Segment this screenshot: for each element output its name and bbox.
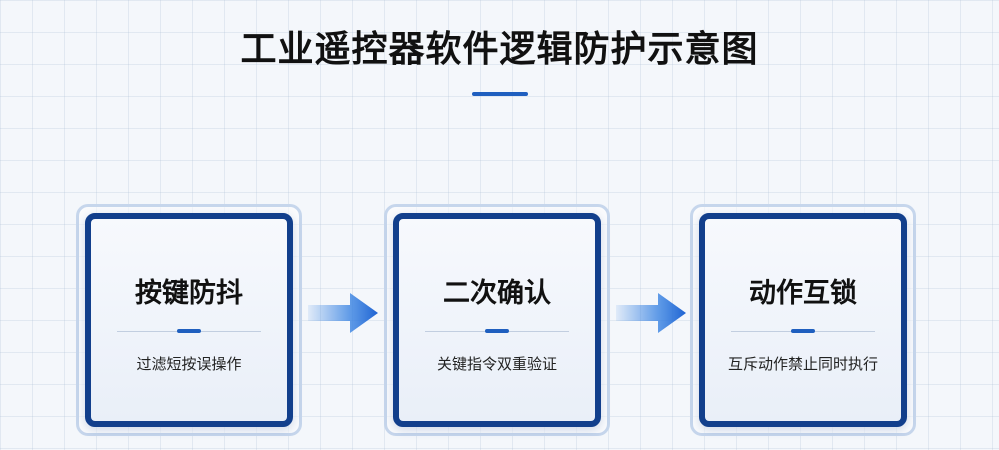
card-debounce: 按键防抖 过滤短按误操作 bbox=[76, 204, 302, 436]
card-frame: 动作互锁 互斥动作禁止同时执行 bbox=[699, 213, 907, 427]
diagram-title: 工业遥控器软件逻辑防护示意图 bbox=[240, 29, 759, 70]
card-frame: 按键防抖 过滤短按误操作 bbox=[85, 213, 293, 427]
card-frame: 二次确认 关键指令双重验证 bbox=[393, 213, 601, 427]
card-description: 关键指令双重验证 bbox=[436, 355, 557, 373]
card-accent-bar bbox=[791, 329, 815, 333]
card-heading: 二次确认 bbox=[443, 278, 551, 309]
card-description: 过滤短按误操作 bbox=[136, 355, 242, 373]
card-accent-bar bbox=[177, 329, 201, 333]
card-heading: 动作互锁 bbox=[749, 278, 857, 309]
card-description: 互斥动作禁止同时执行 bbox=[727, 355, 878, 373]
card-accent-bar bbox=[485, 329, 509, 333]
title-underline bbox=[472, 92, 528, 96]
card-double-confirm: 二次确认 关键指令双重验证 bbox=[384, 204, 610, 436]
card-heading: 按键防抖 bbox=[135, 278, 243, 309]
flow-arrow-2 bbox=[616, 293, 686, 333]
flow-arrow-1 bbox=[308, 293, 378, 333]
card-interlock: 动作互锁 互斥动作禁止同时执行 bbox=[690, 204, 916, 436]
